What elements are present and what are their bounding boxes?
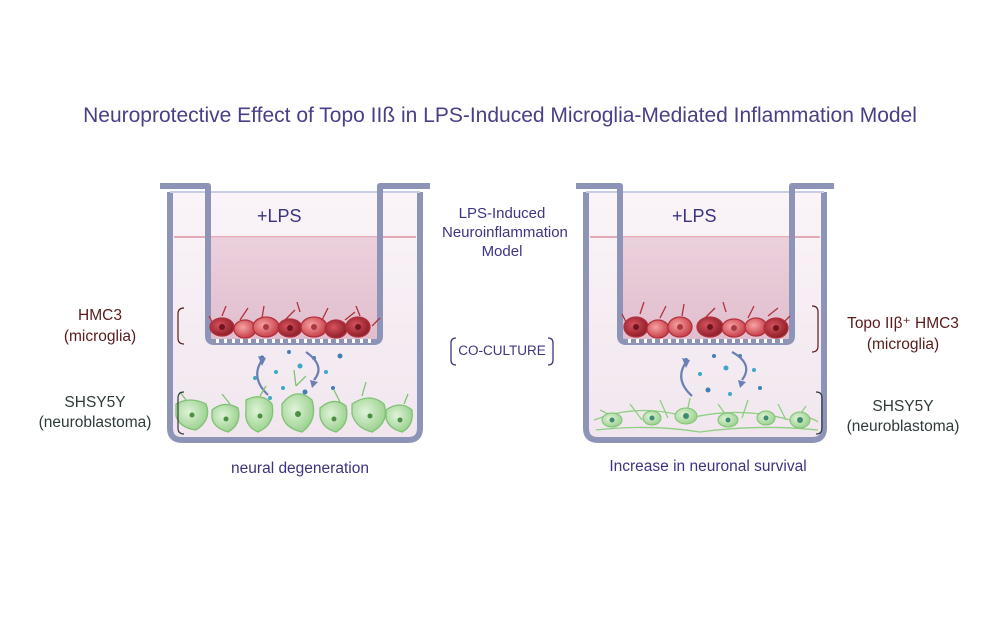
left-cytokines	[253, 350, 343, 400]
right-arrow-down	[731, 351, 748, 381]
model-label: LPS-Induced Neuroinflammation Model	[442, 204, 568, 261]
right-microglia-bracket	[811, 305, 819, 353]
right-neuron-label: SHSY5Y (neuroblastoma)	[828, 397, 978, 437]
left-neuron-line2: (neuroblastoma)	[38, 414, 152, 431]
left-membrane	[216, 339, 371, 343]
model-label-line2: Neuroinflammation	[442, 224, 568, 241]
right-neuron-line1: SHSY5Y	[872, 398, 934, 415]
right-well	[576, 183, 834, 443]
right-microglia-line2: (microglia)	[866, 336, 940, 353]
left-arrow-down	[305, 351, 320, 381]
model-label-line3: Model	[481, 243, 523, 260]
right-outcome-caption: Increase in neuronal survival	[609, 458, 807, 475]
left-microglia-bracket	[177, 307, 185, 345]
left-microglia-line1: HMC3	[78, 307, 122, 324]
right-microglia-cells	[621, 301, 791, 339]
right-neuron-line2: (neuroblastoma)	[846, 418, 960, 435]
left-neuron-bracket	[177, 391, 185, 435]
left-treatment-label: +LPS	[257, 206, 302, 226]
figure-title: Neuroprotective Effect of Topo IIß in LP…	[83, 104, 917, 127]
left-insert	[160, 183, 430, 345]
right-microglia-label: Topo IIβ⁺ HMC3 (microglia)	[828, 313, 978, 355]
coculture-label: CO-CULTURE	[458, 343, 546, 358]
left-microglia-cells	[208, 301, 381, 339]
left-microglia-line2: (microglia)	[63, 328, 137, 345]
left-well	[160, 183, 430, 443]
left-outcome-caption: neural degeneration	[231, 460, 369, 477]
left-microglia-label: HMC3 (microglia)	[40, 305, 160, 347]
coculture-bracket-left	[450, 337, 457, 366]
right-treatment-label: +LPS	[672, 206, 717, 226]
left-neuron-label: SHSY5Y (neuroblastoma)	[20, 393, 170, 433]
right-membrane	[628, 339, 783, 343]
right-arrow-up	[680, 361, 693, 397]
left-neuron-line1: SHSY5Y	[64, 394, 126, 411]
model-label-line1: LPS-Induced	[458, 205, 546, 222]
coculture-bracket-right	[547, 337, 554, 366]
right-microglia-line1: Topo IIβ⁺ HMC3	[847, 315, 959, 332]
left-arrow-up	[256, 359, 269, 396]
right-insert	[576, 183, 834, 345]
right-neuron-bracket	[815, 391, 823, 435]
